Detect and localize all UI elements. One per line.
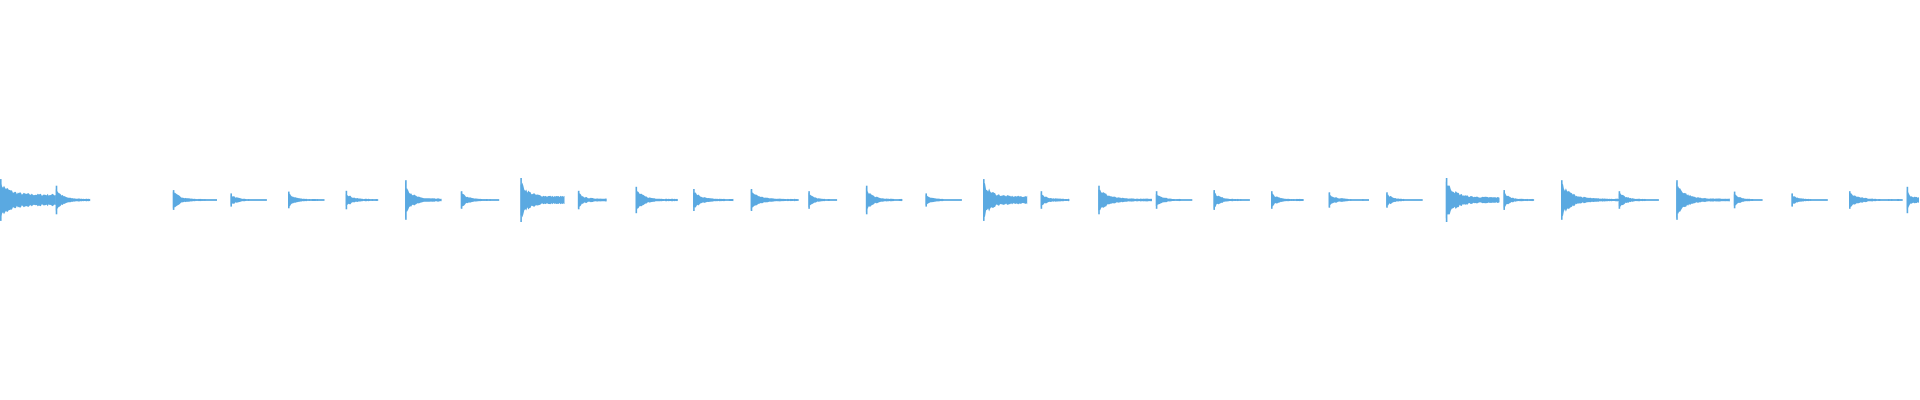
waveform-transient — [1791, 193, 1828, 207]
waveform-onset — [1386, 192, 1388, 208]
waveform-onset — [577, 190, 580, 210]
waveform-transient — [750, 189, 799, 211]
waveform-onset — [230, 193, 232, 207]
waveform-onset — [0, 179, 2, 221]
waveform-transient — [0, 181, 56, 219]
waveform-transient — [577, 191, 607, 209]
waveform-onset — [1733, 191, 1736, 209]
waveform-onset — [1213, 190, 1215, 210]
waveform-onset — [1791, 193, 1793, 207]
waveform-onset — [635, 186, 638, 214]
waveform-transient — [1155, 194, 1193, 206]
waveform-onset — [1445, 178, 1448, 222]
waveform-onset — [55, 185, 58, 215]
waveform-transient — [1040, 192, 1070, 208]
waveform-transient — [55, 189, 91, 211]
waveform-onset — [288, 191, 290, 209]
waveform-onset — [865, 185, 868, 215]
waveform-transient — [288, 192, 325, 208]
waveform-onset — [1328, 192, 1331, 208]
waveform-transient — [635, 187, 678, 213]
waveform-transient — [1849, 193, 1903, 207]
waveform-transient — [693, 192, 734, 208]
waveform-onset — [808, 191, 810, 209]
waveform-onset — [750, 189, 753, 211]
waveform-transient — [808, 192, 838, 208]
waveform-transient — [1906, 190, 1919, 210]
waveform-transient — [1098, 189, 1152, 211]
waveform-transient — [1503, 192, 1535, 208]
waveform-transient — [1676, 181, 1730, 219]
waveform-onset — [1155, 191, 1158, 209]
waveform-transient — [865, 187, 903, 213]
waveform-transient — [1328, 192, 1369, 208]
waveform-transient — [1445, 181, 1500, 219]
waveform-onset — [983, 179, 985, 221]
waveform-onset — [1271, 191, 1273, 209]
waveform-onset — [460, 191, 463, 209]
waveform-transient — [1213, 191, 1250, 209]
waveform-onset — [693, 189, 695, 211]
waveform-onset — [520, 178, 522, 222]
waveform-onset — [1849, 191, 1851, 209]
waveform-transient — [1618, 192, 1659, 208]
waveform-transient — [230, 194, 267, 206]
waveform-onset — [1098, 185, 1100, 215]
waveform-transients — [0, 178, 1919, 222]
waveform-onset — [345, 190, 348, 210]
waveform-transient — [983, 179, 1028, 221]
waveform-transient — [1561, 181, 1621, 219]
waveform-transient — [1733, 193, 1763, 207]
waveform-onset — [172, 190, 175, 210]
waveform-onset — [925, 193, 927, 207]
waveform-transient — [345, 193, 379, 207]
waveform-onset — [405, 180, 407, 220]
waveform-onset — [1503, 190, 1505, 210]
waveform-transient — [520, 182, 565, 218]
waveform-transient — [925, 195, 962, 205]
waveform-transient — [1271, 192, 1304, 208]
waveform-transient — [460, 191, 500, 209]
waveform-onset — [1618, 191, 1621, 209]
waveform-onset — [1906, 186, 1909, 214]
waveform-transient — [1386, 193, 1423, 207]
waveform-onset — [1040, 191, 1043, 209]
waveform-transient — [172, 191, 217, 209]
waveform-transient — [405, 180, 442, 220]
waveform-onset — [1676, 180, 1678, 220]
waveform-onset — [1561, 180, 1563, 220]
